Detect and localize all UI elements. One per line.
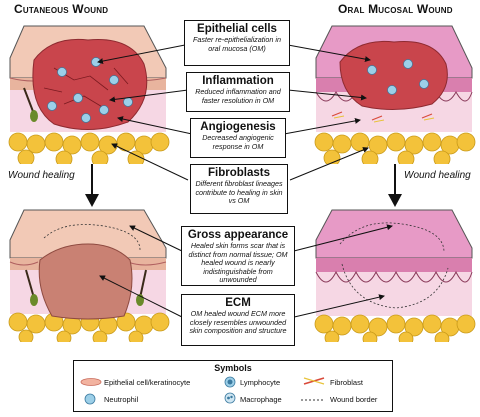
healed-skin-illustration — [8, 209, 170, 342]
cutaneous-wound-heading: Cutaneous Wound — [14, 2, 109, 16]
fibroblast-icon — [303, 377, 325, 385]
fibroblasts-box: Fibroblasts Different fibroblast lineage… — [190, 164, 288, 214]
neutrophil-icon — [84, 393, 96, 405]
healed-oral-mucosa-illustration — [314, 209, 476, 342]
angiogenesis-desc: Decreased angiogenic response in OM — [202, 133, 274, 151]
gross-appearance-desc: Healed skin forms scar that is distinct … — [188, 241, 288, 285]
legend-keratinocyte-label: Epithelial cell/keratinocyte — [104, 378, 191, 387]
oral-mucosal-wound-heading: Oral Mucosal Wound — [338, 2, 453, 16]
wound-border-icon — [301, 399, 325, 401]
cutaneous-wound-illustration — [8, 25, 170, 164]
ecm-box: ECM OM healed wound ECM more closely res… — [181, 294, 295, 346]
inflammation-title: Inflammation — [202, 75, 274, 87]
right-healing-arrow — [388, 164, 402, 207]
left-wound-healing-label: Wound healing — [8, 170, 75, 181]
macrophage-icon — [224, 392, 236, 404]
legend-lymphocyte-label: Lymphocyte — [240, 378, 281, 387]
epithelial-cells-title: Epithelial cells — [197, 23, 277, 35]
legend-macrophage-label: Macrophage — [240, 395, 282, 404]
angiogenesis-box: Angiogenesis Decreased angiogenic respon… — [190, 118, 286, 158]
inflammation-desc: Reduced inflammation and faster resoluti… — [195, 87, 281, 105]
legend-fibroblast-label: Fibroblast — [330, 378, 363, 387]
legend-neutrophil-label: Neutrophil — [104, 395, 139, 404]
gross-appearance-box: Gross appearance Healed skin forms scar … — [181, 226, 295, 286]
lymphocyte-icon — [224, 376, 236, 388]
ecm-title: ECM — [225, 297, 251, 309]
fibroblasts-desc: Different fibroblast lineages contribute… — [195, 179, 283, 206]
connector-arrows — [97, 44, 393, 319]
epithelial-cells-box: Epithelial cells Faster re-epithelializa… — [184, 20, 290, 66]
gross-appearance-title: Gross appearance — [187, 229, 289, 241]
ecm-desc: OM healed wound ECM more closely resembl… — [189, 309, 287, 336]
epithelial-cells-desc: Faster re-epithelialization in oral muco… — [193, 35, 281, 53]
left-healing-arrow — [85, 164, 99, 207]
legend-title: Symbols — [214, 363, 252, 373]
symbols-legend: Symbols Epithelial cell/keratinocyte Neu… — [73, 360, 393, 412]
keratinocyte-icon — [80, 378, 102, 386]
angiogenesis-title: Angiogenesis — [200, 121, 276, 133]
right-wound-healing-label: Wound healing — [404, 170, 471, 181]
fibroblasts-title: Fibroblasts — [208, 167, 270, 179]
inflammation-box: Inflammation Reduced inflammation and fa… — [186, 72, 290, 112]
legend-wound-border-label: Wound border — [330, 395, 378, 404]
